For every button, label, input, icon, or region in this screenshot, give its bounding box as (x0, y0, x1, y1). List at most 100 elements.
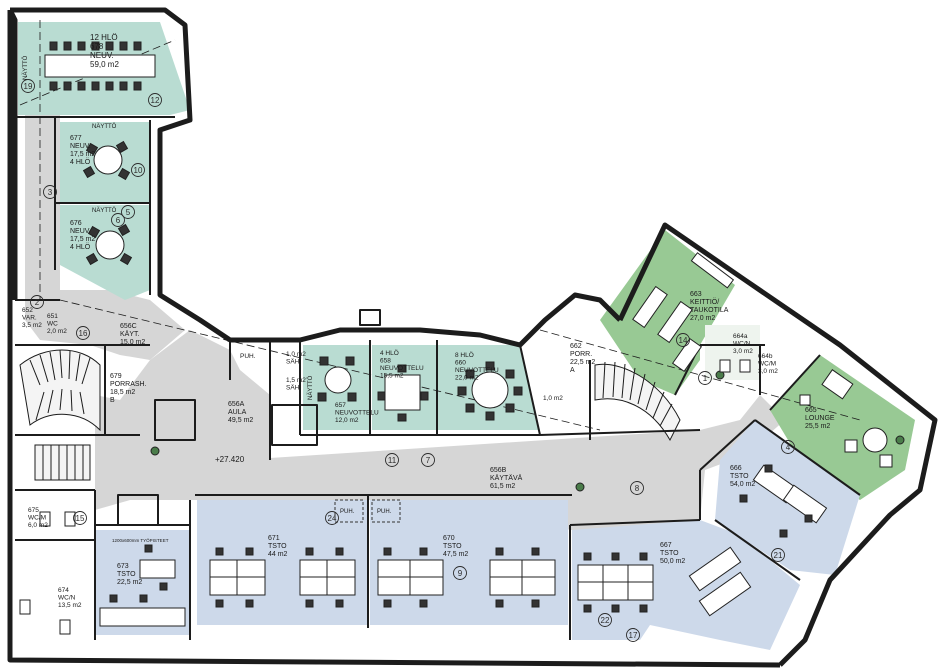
room-label-line: 12,0 m2 (335, 417, 359, 424)
plants (150, 370, 905, 492)
room-label-line: NEUVOTTELU (380, 365, 424, 372)
room-label-line: 50,0 m2 (660, 558, 685, 565)
room-label-line: A (570, 367, 575, 374)
marker-4: 4 (781, 440, 795, 454)
marker-number: 24 (328, 514, 337, 523)
room-label-line: NEUVOTTELU (335, 410, 379, 417)
marker-19: 19 (21, 79, 35, 93)
room-label-line: 2,0 m2 (47, 328, 67, 335)
room-label-line: KÄYTÄVÄ (490, 474, 523, 482)
marker-11: 11 (385, 453, 399, 467)
desk-note-673: 1200x600mm TYÖPISTEET (112, 537, 169, 543)
room-label-line: WC (47, 321, 58, 328)
chairs-657 (317, 356, 357, 402)
room-label-line: 15,0 m2 (120, 339, 145, 346)
room-label-line: 47,5 m2 (443, 551, 468, 558)
room-label-line: 671 (268, 535, 280, 542)
phone-booth-a-label: PUH. (340, 509, 355, 515)
table-657 (324, 366, 352, 394)
room-label-line: 673 (117, 563, 129, 570)
office-zones (95, 420, 860, 650)
room-label-line: WC/N (733, 341, 751, 348)
room-label-line: 17,5 m2 (70, 151, 95, 158)
marker-7: 7 (421, 453, 435, 467)
room-label-line: 49,5 m2 (228, 417, 253, 424)
room-label-line: 678 (90, 42, 104, 51)
room-label-line: 656C (120, 323, 137, 330)
marker-number: 22 (601, 616, 610, 625)
room-label-line: KEITTIÖ/ (690, 298, 719, 306)
wc-fixtures (19, 359, 751, 635)
marker-16: 16 (76, 326, 90, 340)
marker-number: 12 (151, 96, 160, 105)
room-label-line: 656B (490, 467, 507, 474)
marker-number: 9 (458, 569, 463, 578)
room-label-line: NEUV. (90, 51, 114, 60)
room-label-line: WC/M (28, 515, 46, 522)
room-label-line: AULA (228, 409, 247, 416)
table-678 (44, 54, 156, 78)
room-label-line: SÄH. (286, 384, 301, 392)
room-label-line: TSTO (443, 543, 462, 550)
room-label-line: 662 (570, 343, 582, 350)
marker-number: 5 (126, 208, 131, 217)
marker-9: 9 (453, 566, 467, 580)
screen-label-677: NÄYTTÖ (92, 123, 117, 130)
room-label-line: 660 (455, 360, 466, 367)
room-label-line: 22,5 m2 (570, 359, 595, 366)
desks-667 (577, 546, 752, 617)
room-label-line: PORR. (570, 351, 592, 358)
room-label-line: 25,5 m2 (805, 423, 830, 430)
room-label-line: 6,0 m2 (28, 522, 48, 529)
room-label-line: 666 (730, 465, 742, 472)
marker-5: 5 (121, 205, 135, 219)
room-label-line: NEUV. (70, 143, 91, 150)
screen-label-657: NÄYTTÖ (307, 375, 314, 400)
room-label-line: 1,0 m2 (543, 395, 563, 402)
stair-b (19, 349, 101, 432)
table-658 (384, 374, 421, 411)
room-label-line: B (110, 397, 115, 404)
marker-number: 7 (426, 456, 431, 465)
marker-3: 3 (43, 185, 57, 199)
marker-22: 22 (598, 613, 612, 627)
room-label-line: 657 (335, 402, 346, 409)
room-label-line: 27,0 m2 (690, 315, 715, 322)
marker-15: 15 (73, 511, 87, 525)
stair-small (34, 444, 91, 481)
marker-number: 17 (629, 631, 638, 640)
room-label-line: 1,5 m2 (286, 377, 306, 384)
room-label-line: 670 (443, 535, 455, 542)
corridor-656b (95, 395, 785, 530)
marker-number: 8 (635, 484, 640, 493)
room-label-line: 8 HLÖ (455, 351, 474, 359)
interior-walls (15, 116, 861, 640)
room-label-line: TSTO (117, 571, 136, 578)
room-label-line: 1,0 m2 (286, 351, 306, 358)
corridor-656c (25, 290, 185, 360)
room-label-line: 658 (380, 358, 391, 365)
marker-17: 17 (626, 628, 640, 642)
marker-number: 14 (679, 336, 688, 345)
marker-8: 8 (630, 481, 644, 495)
room-label-line: 667 (660, 542, 672, 549)
room-label-line: 652 (22, 307, 33, 314)
stair-small-treads (42, 445, 84, 480)
room-label-line: KÄYT. (120, 330, 140, 338)
